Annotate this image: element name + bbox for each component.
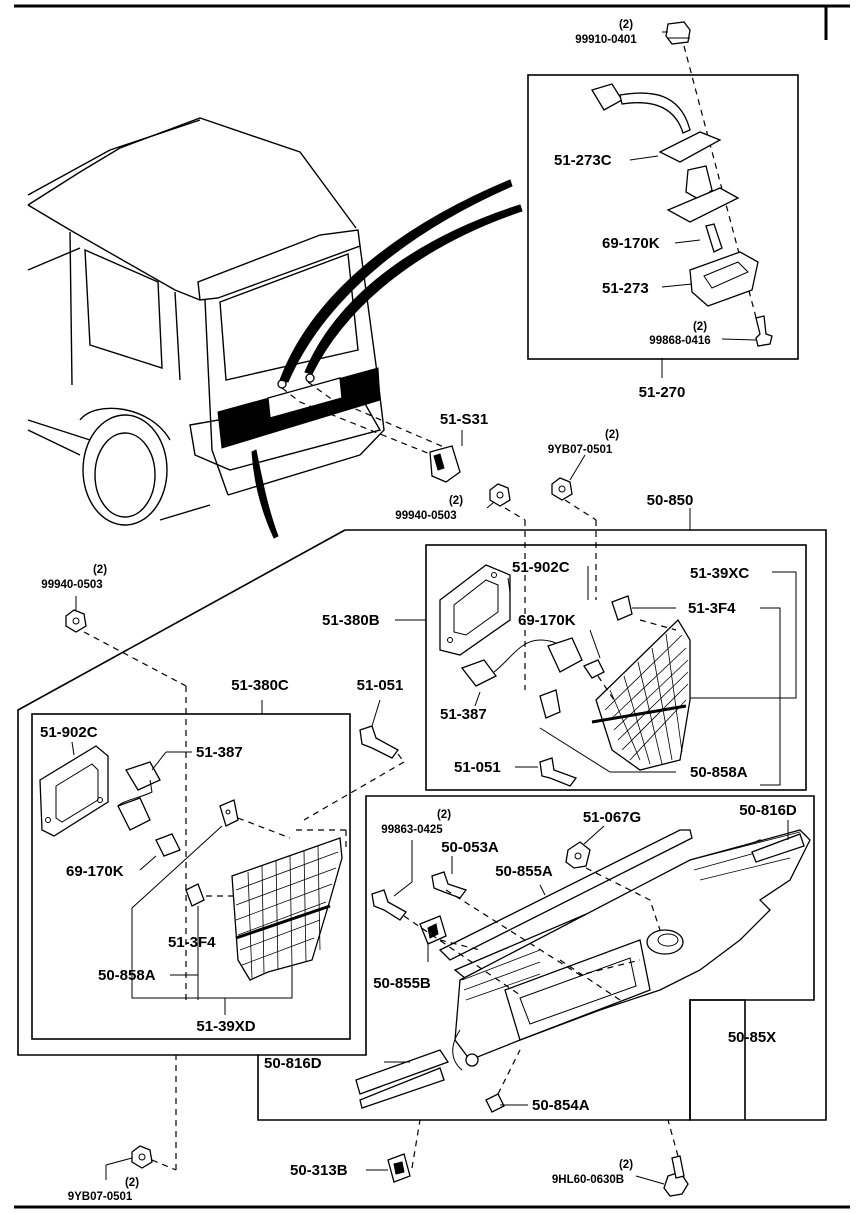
nut-9YB07-0501-top [551,454,597,600]
label-51-S31: 51-S31 [440,411,488,428]
label-51-387-right: 51-387 [440,706,487,723]
label-51-380B: 51-380B [322,612,380,629]
screw-51-051-left [303,699,405,821]
label-99910-0401-qty: (2) [619,19,633,31]
lens-grid-left [235,845,339,979]
label-69-170K-top: 69-170K [602,235,660,252]
license-lamp-assembly [527,21,799,378]
clip-51-S31 [429,430,463,483]
garnish-box [257,795,815,1121]
label-69-170K-right: 69-170K [518,612,576,629]
label-50-816D-bottom: 50-816D [264,1055,322,1072]
screw-51-051-right [515,757,578,787]
label-50-313B: 50-313B [290,1162,348,1179]
label-99863-0425-qty: (2) [437,809,451,821]
lens-grid-right [604,633,689,765]
label-50-053A: 50-053A [441,839,499,856]
label-50-858A-right: 50-858A [690,764,748,781]
label-51-387-left: 51-387 [196,744,243,761]
label-50-855B: 50-855B [373,975,431,992]
label-50-854A: 50-854A [532,1097,590,1114]
label-51-902C-right: 51-902C [512,559,570,576]
label-50-850: 50-850 [647,492,694,509]
label-51-273: 51-273 [602,280,649,297]
label-51-39XD: 51-39XD [196,1018,255,1035]
label-9YB07-0501-bottom-qty: (2) [125,1177,139,1189]
license-lamp-box [527,74,799,360]
label-69-170K-left: 69-170K [66,863,124,880]
label-51-3F4-right: 51-3F4 [688,600,736,617]
label-50-855A: 50-855A [495,863,553,880]
left-lamp-box [31,700,351,1040]
label-99868-0416: 99868-0416 [649,335,710,347]
right-lamp-box [395,544,807,791]
label-50-858A-left: 50-858A [98,967,156,984]
bottom-fasteners [105,1055,689,1197]
label-99940-0503-left-qty: (2) [93,564,107,576]
label-50-85X: 50-85X [728,1029,776,1046]
nut-99940-0503-left [65,596,187,1000]
callout-labels: (2) 99910-0401 51-273C 69-170K 51-273 (2… [40,19,797,1203]
label-51-3F4-left: 51-3F4 [168,934,216,951]
label-99910-0401: 99910-0401 [575,34,637,46]
label-51-380C: 51-380C [231,677,289,694]
nut-99940-0503-top [486,483,526,690]
label-9YB07-0501-top-qty: (2) [605,429,619,441]
label-51-39XC: 51-39XC [690,565,749,582]
label-50-816D-top: 50-816D [739,802,797,819]
label-9YB07-0501-top: 9YB07-0501 [548,444,613,456]
label-51-902C-left: 51-902C [40,724,98,741]
label-99940-0503-top-qty: (2) [449,495,463,507]
label-51-270: 51-270 [639,384,686,401]
label-51-051-right: 51-051 [454,759,501,776]
frame-lines [14,4,850,1209]
label-51-051-left: 51-051 [357,677,404,694]
label-51-273C: 51-273C [554,152,612,169]
label-9HL60-0630B-qty: (2) [619,1159,633,1171]
label-99863-0425: 99863-0425 [381,824,443,836]
label-99940-0503-left: 99940-0503 [41,579,102,591]
vehicle-illustration [27,117,523,539]
label-9YB07-0501-bottom: 9YB07-0501 [68,1191,133,1203]
label-9HL60-0630B: 9HL60-0630B [552,1174,624,1186]
label-99940-0503-top: 99940-0503 [395,510,456,522]
label-99868-0416-qty: (2) [693,321,707,333]
label-51-067G: 51-067G [583,809,641,826]
